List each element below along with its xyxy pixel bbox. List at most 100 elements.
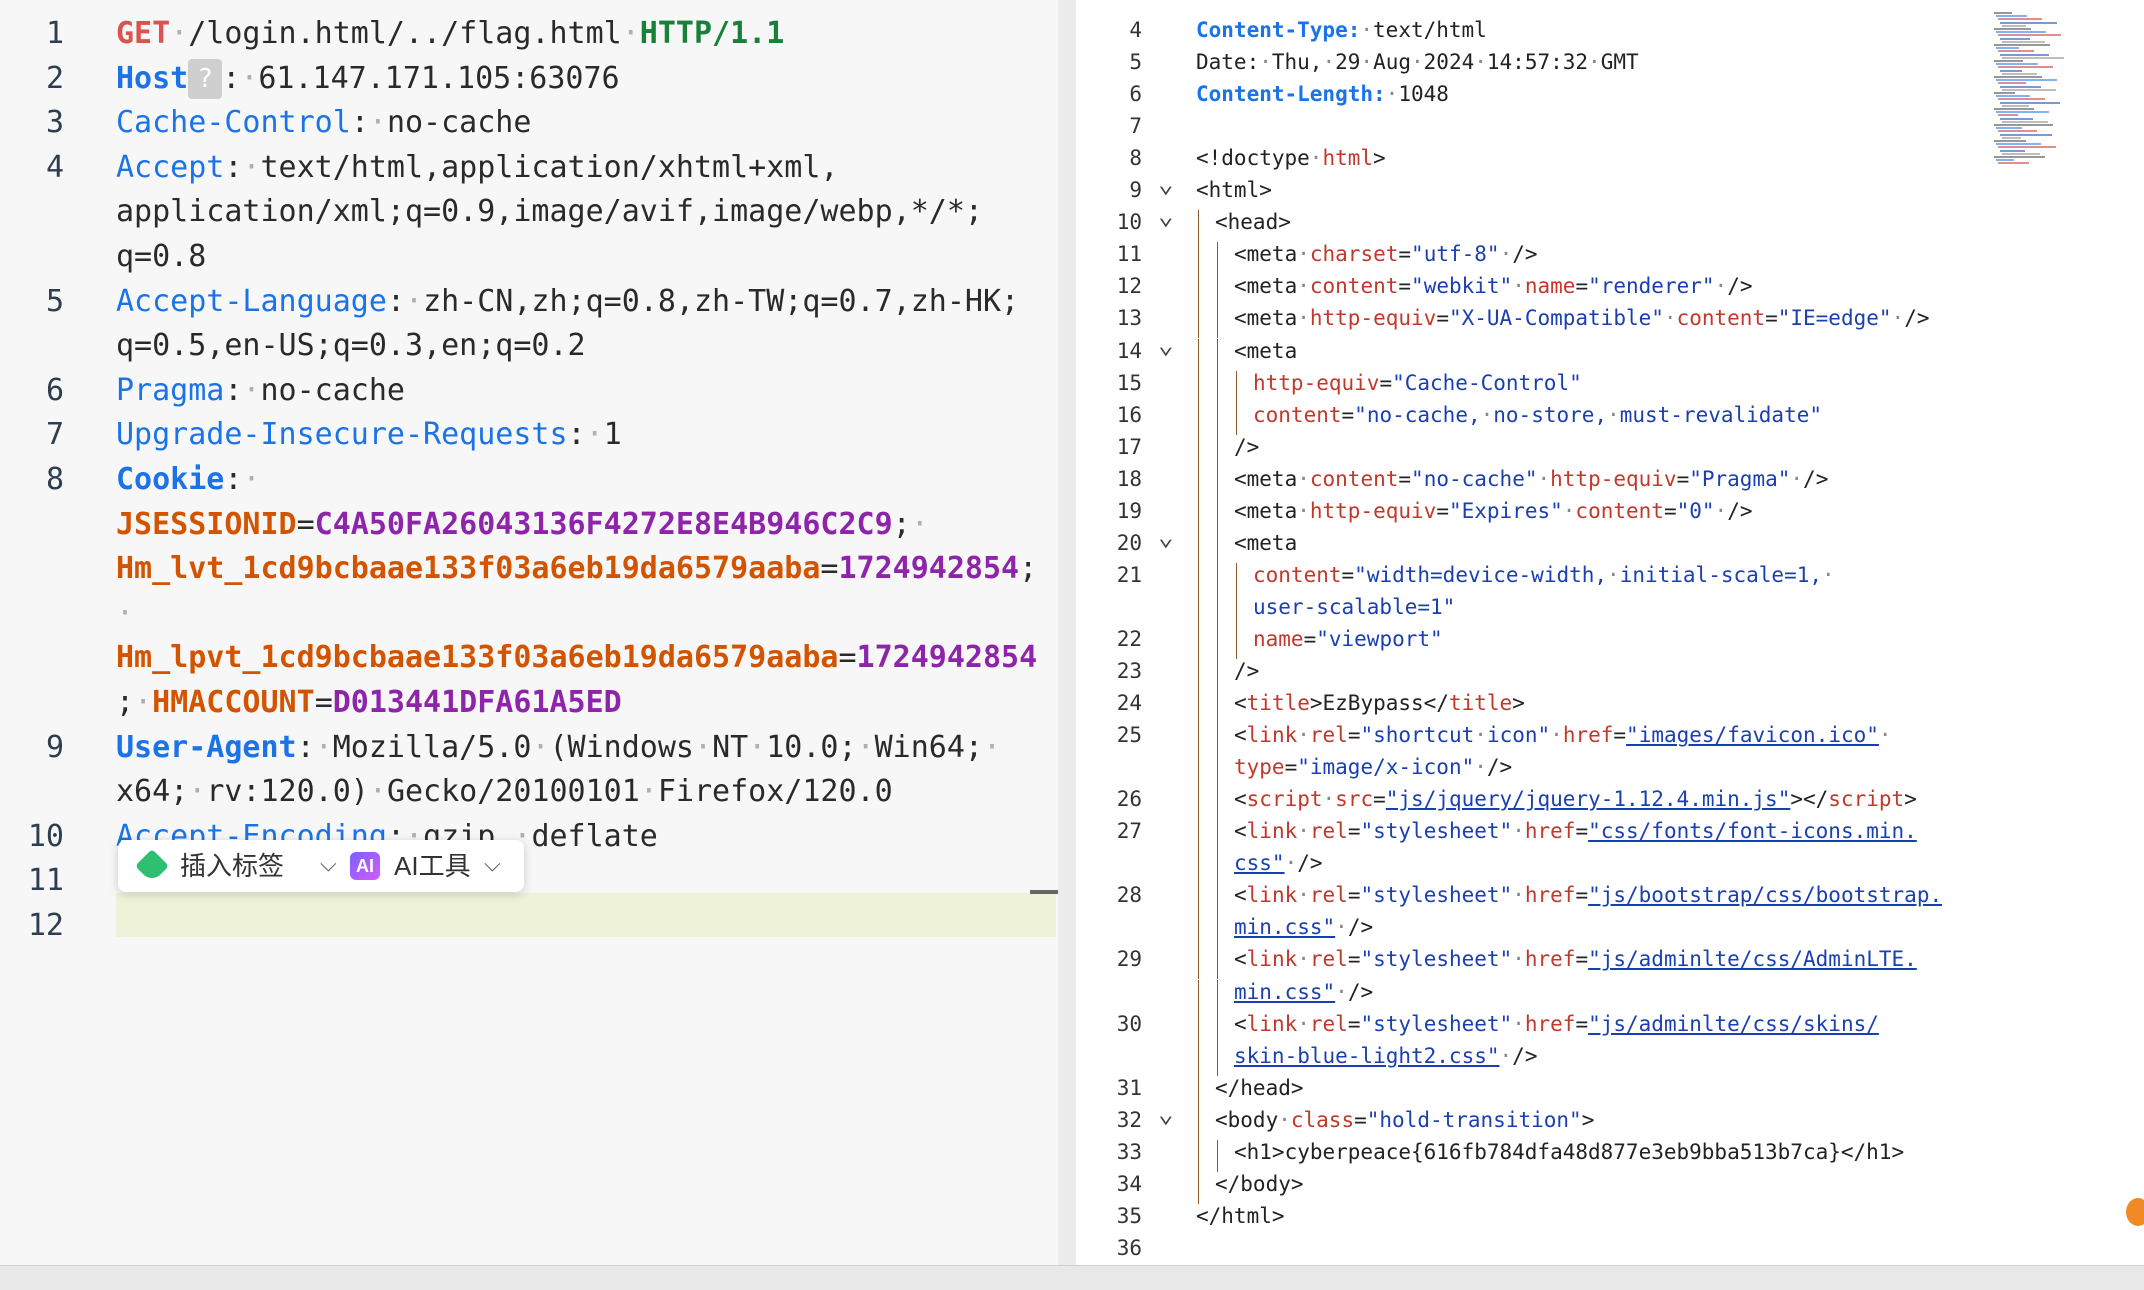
code-text: Upgrade-Insecure-Requests:·1 — [116, 413, 622, 457]
token: · — [585, 417, 604, 453]
indent-guide — [1198, 1139, 1199, 1172]
token: application/xml;q=0.9,image/avif,image/w… — [116, 194, 983, 230]
token: content — [1309, 274, 1399, 299]
token: q=0.8 — [116, 239, 207, 274]
line-number: 4 — [45, 149, 64, 185]
minimap-line — [2002, 72, 2037, 75]
fold-chevron-icon[interactable]: ⌄ — [1158, 169, 1174, 200]
token: <meta — [1234, 242, 1298, 267]
token: = — [1575, 819, 1589, 844]
token: > — [1512, 691, 1525, 716]
code-link[interactable]: "images/favicon.ico" — [1626, 723, 1879, 748]
token: link — [1246, 1011, 1298, 1036]
token: = — [1398, 274, 1412, 299]
token: : — [224, 462, 243, 497]
token: > — [1373, 146, 1386, 171]
code-text: q=0.8 — [116, 235, 206, 279]
token: · — [1499, 242, 1513, 267]
code-text: q=0.5,en-US;q=0.3,en;q=0.2 — [116, 324, 586, 368]
code-text: JSESSIONID=C4A50FA26043136F4272E8E4B946C… — [116, 503, 929, 547]
token: = — [1436, 306, 1449, 331]
token: · — [1878, 723, 1892, 748]
code-link[interactable]: min.css" — [1234, 915, 1336, 940]
minimap-line — [2000, 69, 2022, 72]
code-text: <html> — [1196, 174, 1272, 206]
token: http-equiv — [1309, 498, 1437, 523]
code-link[interactable]: css" — [1234, 851, 1285, 876]
token: · — [1297, 819, 1310, 844]
minimap-line — [1994, 140, 2026, 142]
indent-guide — [1198, 723, 1199, 756]
code-link[interactable]: "js/bootstrap/css/bootstrap. — [1588, 883, 1943, 908]
line-number: 28 — [1116, 883, 1142, 908]
indent-guide — [1198, 1011, 1199, 1044]
token: html — [1322, 146, 1374, 171]
fold-chevron-icon[interactable]: ⌄ — [1158, 521, 1174, 552]
line-number: 24 — [1116, 691, 1142, 716]
token: · — [116, 595, 135, 631]
indent-guide — [1217, 274, 1218, 307]
token: User-Agent — [116, 729, 297, 765]
code-text: · — [116, 592, 134, 636]
indent-guide — [1198, 947, 1199, 980]
code-link[interactable]: min.css" — [1234, 979, 1336, 1004]
code-text: <meta·http-equiv="X-UA-Compatible"·conte… — [1234, 302, 1929, 334]
code-text: <!doctype·html> — [1196, 142, 1386, 174]
token: /> — [1347, 915, 1374, 940]
insert-tag-button[interactable]: 插入标签 ⌵ — [180, 840, 337, 892]
token: · — [1663, 306, 1677, 331]
code-link[interactable]: "js/adminlte/css/skins/ — [1588, 1011, 1879, 1036]
token: http-equiv — [1309, 306, 1437, 331]
line-number: 9 — [1129, 178, 1142, 203]
code-text: x64;·rv:120.0)·Gecko/20100101·Firefox/12… — [116, 770, 893, 814]
code-link[interactable]: "js/adminlte/css/AdminLTE. — [1588, 947, 1917, 972]
code-link[interactable]: "css/fonts/font-icons.min. — [1588, 819, 1917, 844]
fold-chevron-icon[interactable]: ⌄ — [1158, 201, 1174, 232]
code-text: Content-Length:·1048 — [1196, 78, 1449, 110]
indent-guide — [1217, 498, 1218, 531]
minimap-line — [1996, 159, 2014, 162]
indent-guide — [1217, 530, 1218, 563]
token: · — [1297, 466, 1310, 491]
token: · — [531, 729, 550, 765]
code-text: <link·rel="stylesheet"·href="js/adminlte… — [1234, 1008, 1879, 1040]
token: Host — [116, 60, 189, 96]
token: · — [1335, 915, 1348, 940]
line-number: 26 — [1116, 787, 1142, 812]
token: Date: — [1196, 50, 1260, 75]
indent-guide — [1217, 723, 1218, 756]
code-link[interactable]: skin-blue-light2.css" — [1234, 1043, 1500, 1068]
line-number: 10 — [27, 818, 64, 854]
token: ; — [116, 685, 135, 720]
token: 61.147.171.105:63076 — [258, 60, 620, 96]
code-text: <meta — [1234, 335, 1297, 367]
token: · — [1297, 498, 1310, 523]
token: title — [1246, 691, 1310, 716]
indent-guide — [1217, 979, 1218, 1012]
token: http-equiv — [1253, 370, 1380, 395]
token: · — [621, 16, 640, 51]
indent-guide — [1217, 883, 1218, 916]
minimap-line — [2000, 53, 2049, 56]
code-link[interactable]: "js/jquery/jquery-1.12.4.min.js" — [1385, 787, 1791, 812]
code-text: min.css"·/> — [1234, 911, 1373, 943]
token: = — [1303, 626, 1317, 651]
minimap-line — [1994, 28, 2031, 30]
code-minimap[interactable] — [1994, 12, 2064, 172]
code-text: content="no-cache,·no-store,·must-revali… — [1253, 399, 1822, 431]
indent-guide — [1198, 819, 1199, 852]
ai-tools-button[interactable]: AI工具 ⌵ — [394, 840, 501, 892]
token: · — [1411, 50, 1424, 75]
token: "no-cache, — [1354, 402, 1481, 427]
fold-chevron-icon[interactable]: ⌄ — [1158, 329, 1174, 360]
fold-chevron-icon[interactable]: ⌄ — [1158, 1098, 1174, 1129]
token: · — [405, 283, 424, 319]
scroll-marker[interactable] — [1030, 890, 1058, 894]
token: /> — [1486, 755, 1513, 780]
pane-divider[interactable] — [1058, 0, 1076, 1265]
token: Firefox/120.0 — [657, 774, 893, 810]
indent-guide — [1198, 1107, 1199, 1140]
token: : — [224, 149, 243, 185]
